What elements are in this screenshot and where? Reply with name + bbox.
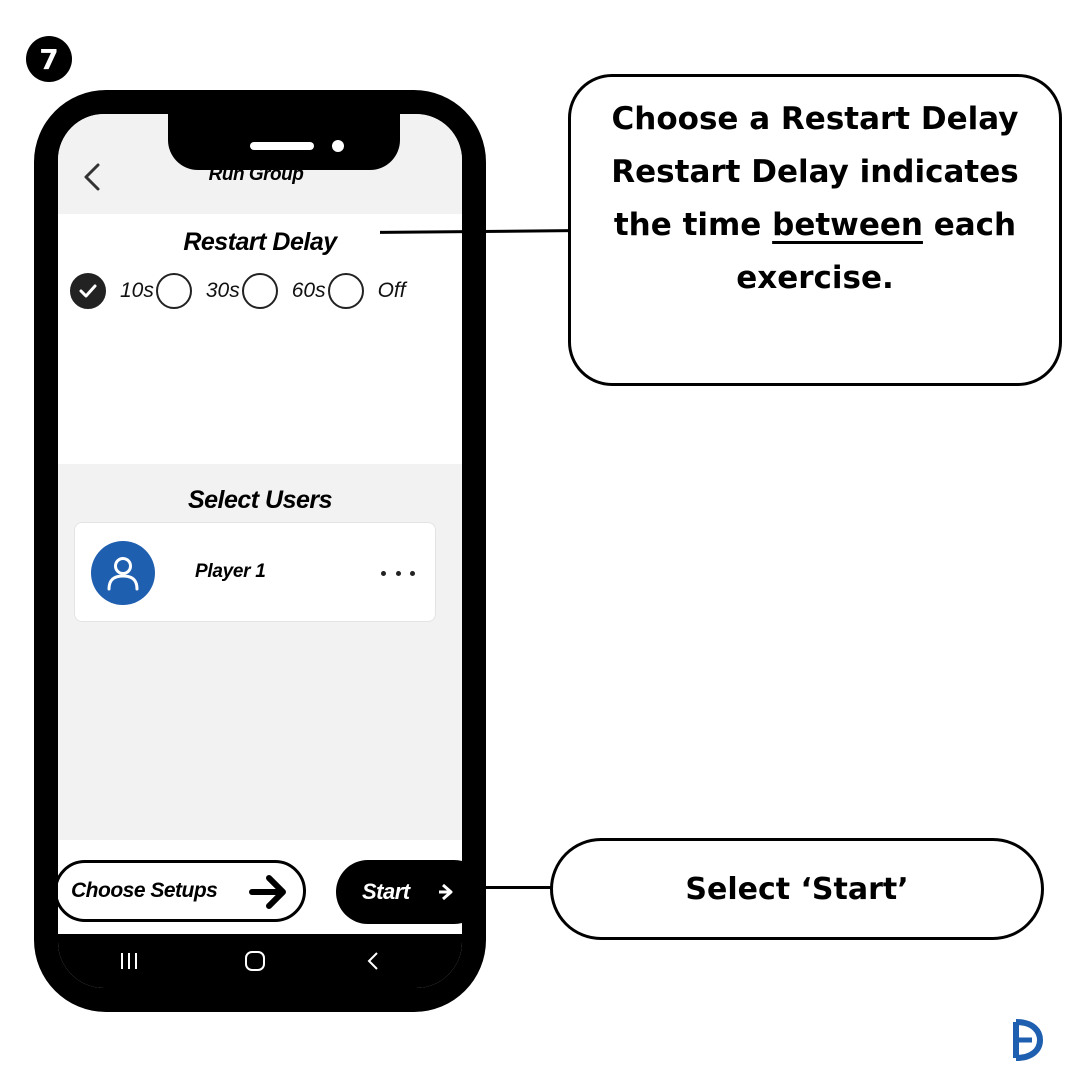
callout-line-1: Choose a Restart Delay [611, 101, 1019, 137]
radio-off[interactable] [327, 273, 364, 309]
callout-line-2: Restart Delay indicates [611, 154, 1019, 190]
restart-delay-panel: Restart Delay 10s 30s 60s Off [58, 214, 462, 464]
callout-line-3-suffix: each [922, 207, 1017, 243]
brand-logo-icon [1012, 1018, 1044, 1062]
recent-apps-icon[interactable] [114, 948, 144, 974]
camera-dot [332, 140, 344, 152]
speaker-grille [250, 142, 314, 150]
choose-setups-label: Choose Setups [71, 879, 218, 902]
system-nav-bar [58, 934, 462, 988]
start-label: Start [362, 879, 410, 904]
phone-screen: Run Group Restart Delay 10s 30s 60s Off … [58, 114, 462, 988]
arrow-right-icon [439, 883, 453, 901]
connector-line-start [486, 886, 552, 889]
callout-line-3: the time between each [614, 199, 1016, 252]
arrow-right-icon [249, 875, 286, 909]
phone-frame: Run Group Restart Delay 10s 30s 60s Off … [34, 90, 486, 1012]
radio-60s[interactable] [241, 273, 278, 309]
callout-line-3-prefix: the time [613, 207, 773, 243]
option-label-10s: 10s [120, 279, 154, 302]
restart-delay-callout: Choose a Restart Delay Restart Delay ind… [568, 74, 1062, 386]
option-label-60s: 60s [291, 279, 326, 302]
phone-notch [168, 114, 400, 170]
radio-10s[interactable] [70, 273, 106, 309]
callout-line-4: exercise. [736, 260, 894, 296]
restart-delay-options: 10s 30s 60s Off [70, 272, 462, 310]
callout-emphasis: between [772, 207, 923, 243]
user-icon [91, 541, 155, 605]
start-callout: Select ‘Start’ [550, 838, 1044, 940]
start-button[interactable]: Start [336, 860, 462, 924]
user-card[interactable]: Player 1 [74, 522, 436, 622]
restart-delay-title: Restart Delay [183, 228, 337, 256]
more-dots-icon[interactable] [381, 561, 415, 585]
back-chevron-icon[interactable] [80, 162, 104, 192]
action-bar: Choose Setups Start [58, 840, 462, 936]
option-label-30s: 30s [205, 279, 240, 302]
start-callout-text: Select ‘Start’ [685, 871, 909, 907]
check-icon [79, 284, 97, 298]
home-icon[interactable] [240, 948, 270, 974]
option-label-off: Off [377, 279, 406, 302]
user-name: Player 1 [195, 561, 266, 582]
select-users-title: Select Users [187, 486, 333, 514]
nav-back-icon[interactable] [358, 948, 388, 974]
radio-30s[interactable] [155, 273, 192, 309]
step-badge: 7 [26, 36, 72, 82]
choose-setups-button[interactable]: Choose Setups [58, 860, 306, 922]
